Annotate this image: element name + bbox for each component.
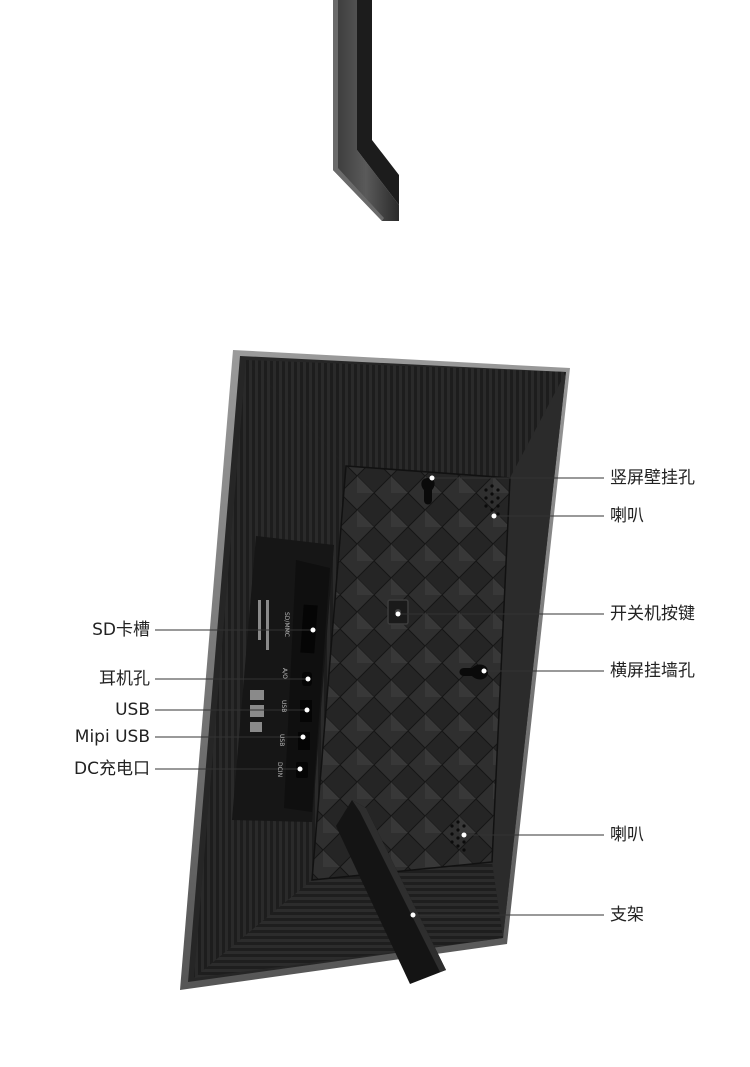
label-power-button: 开关机按键 [610, 604, 695, 624]
port-label-sd: SD/MMC [283, 612, 290, 637]
label-earphone-jack: 耳机孔 [99, 669, 150, 689]
port-label-ao: A/O [281, 668, 288, 679]
label-landscape-wall-hole: 横屏挂墙孔 [610, 661, 695, 681]
label-dc-charge-port: DC充电口 [74, 759, 150, 779]
mipi-usb-opening [298, 732, 310, 750]
callout-leaders [155, 475, 604, 918]
port-label-usb: USB [280, 700, 287, 713]
label-usb-port: USB [115, 700, 150, 720]
speaker-top-grill [484, 484, 500, 516]
device-back [180, 350, 570, 990]
label-mipi-usb-port: Mipi USB [74, 727, 150, 747]
port-label-mipi-usb: USB [278, 734, 285, 747]
sd-slot-opening [300, 604, 318, 654]
label-portrait-wall-hole: 竖屏壁挂孔 [610, 468, 695, 488]
portrait-wall-hole [421, 478, 435, 505]
port-label-dcin: DCIN [276, 762, 283, 778]
label-sd-slot: SD卡槽 [92, 620, 150, 640]
side-profile-view [333, 0, 399, 221]
label-stand: 支架 [610, 905, 644, 925]
stand [336, 800, 446, 984]
label-speaker-bottom: 喇叭 [610, 825, 644, 845]
landscape-wall-hole [459, 664, 488, 680]
label-speaker-top: 喇叭 [610, 506, 644, 526]
regulatory-marks [250, 600, 269, 732]
